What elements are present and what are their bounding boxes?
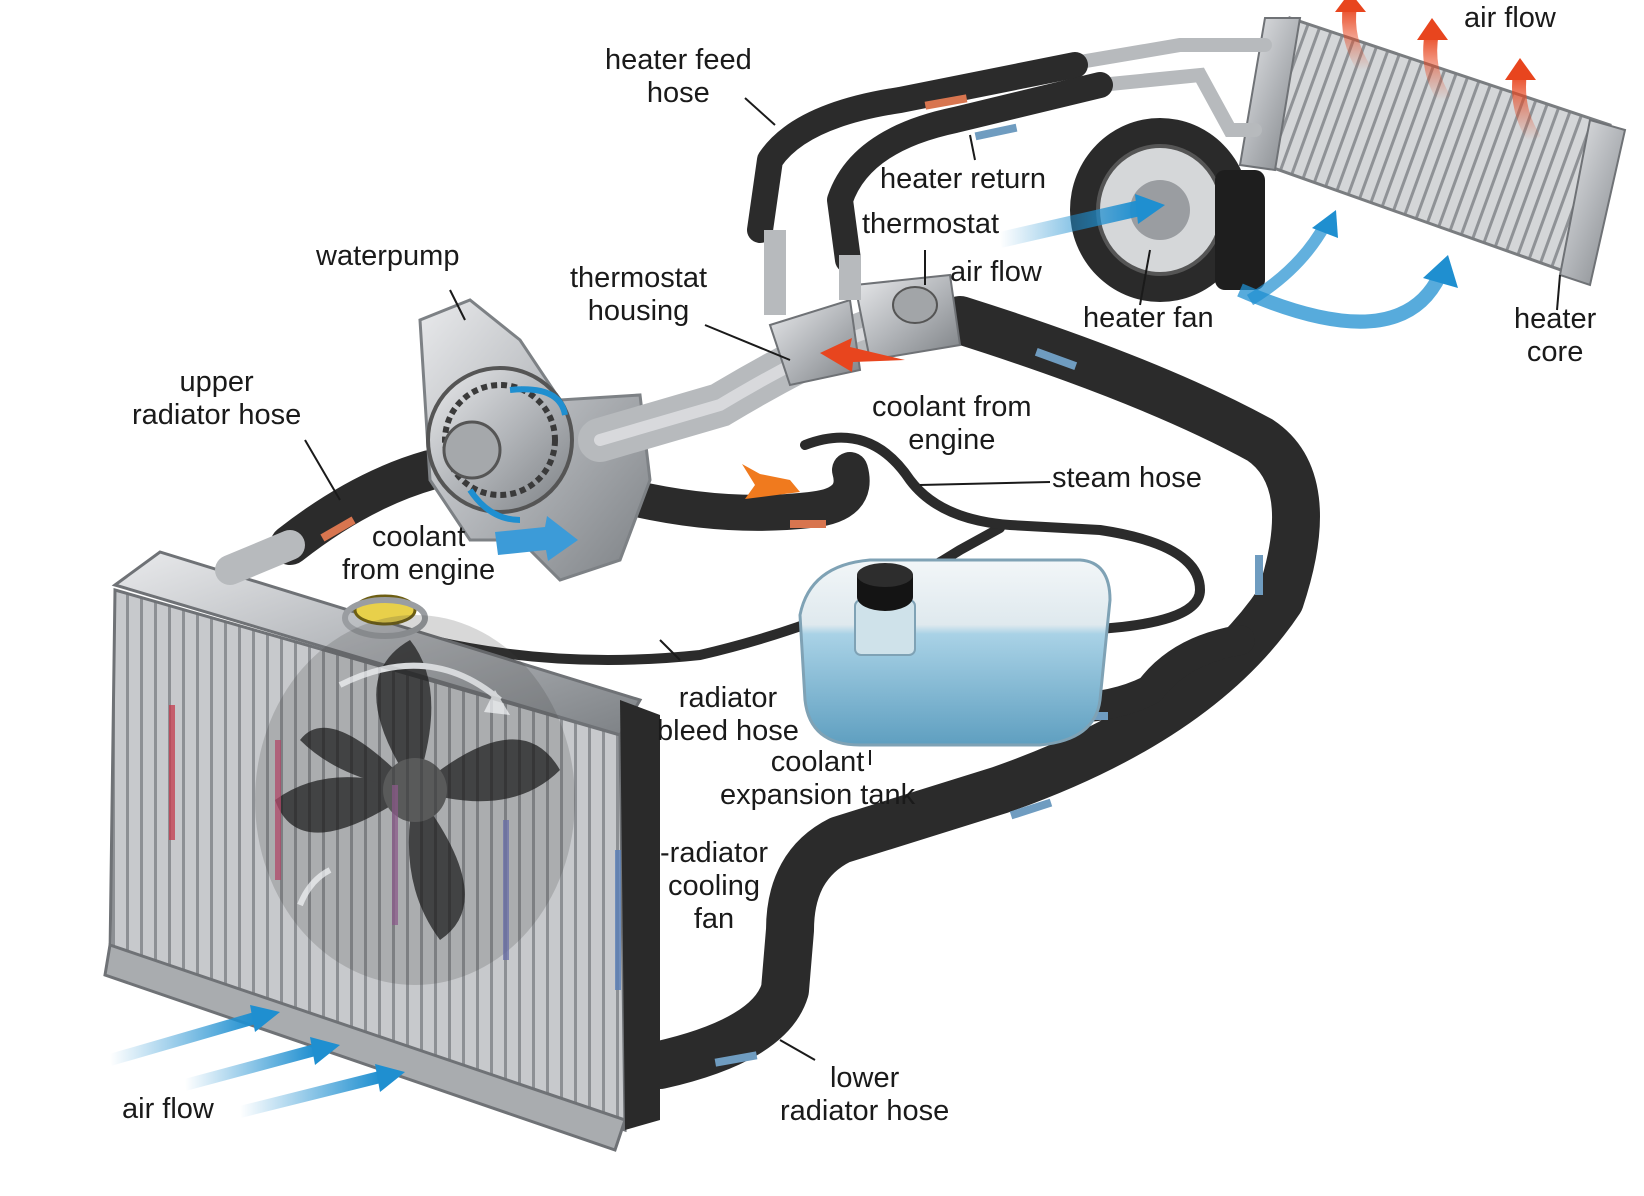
label-air-flow-top: air flow xyxy=(1464,2,1556,34)
leader-lines xyxy=(304,97,1561,1061)
label-steam-hose: steam hose xyxy=(1052,462,1202,494)
cold-air-arrows-radiator xyxy=(108,1005,405,1118)
thermostat-housing-pipe xyxy=(578,230,962,462)
label-heater-fan: heater fan xyxy=(1083,302,1214,334)
label-lower-radiator-hose: lower radiator hose xyxy=(780,1062,950,1127)
radiator-cooling-fan xyxy=(255,615,575,985)
label-thermostat: thermostat xyxy=(862,208,999,240)
coolant-from-engine-arrows xyxy=(495,338,905,561)
heater-fan xyxy=(1070,118,1265,302)
radiator xyxy=(103,530,660,1152)
radiator-coolant-flow-bars xyxy=(169,705,621,990)
label-heater-core: heater core xyxy=(1514,303,1597,368)
label-heater-feed-hose: heater feed hose xyxy=(605,44,752,109)
coolant-expansion-tank xyxy=(798,558,1112,747)
heater-core-unit xyxy=(1073,16,1627,287)
label-coolant-expansion-tank: coolant expansion tank xyxy=(720,746,916,811)
label-coolant-from-engine-right: coolant from engine xyxy=(872,391,1032,456)
label-heater-return: heater return xyxy=(880,163,1047,195)
label-thermostat-housing: thermostat housing xyxy=(570,262,707,327)
label-air-flow-bottom: air flow xyxy=(122,1093,214,1125)
label-waterpump: waterpump xyxy=(316,240,460,272)
cold-air-arrows-heater xyxy=(998,194,1458,329)
label-radiator-cooling-fan: -radiator cooling fan xyxy=(660,837,768,935)
label-air-flow-heater: air flow xyxy=(950,256,1042,288)
waterpump-assembly xyxy=(418,298,652,582)
hose-network xyxy=(270,52,1320,1089)
label-upper-radiator-hose: upper radiator hose xyxy=(132,366,302,431)
label-coolant-from-engine-left: coolant from engine xyxy=(342,521,496,586)
hot-air-arrows xyxy=(1335,0,1541,144)
label-radiator-bleed-hose: radiator bleed hose xyxy=(657,682,799,747)
